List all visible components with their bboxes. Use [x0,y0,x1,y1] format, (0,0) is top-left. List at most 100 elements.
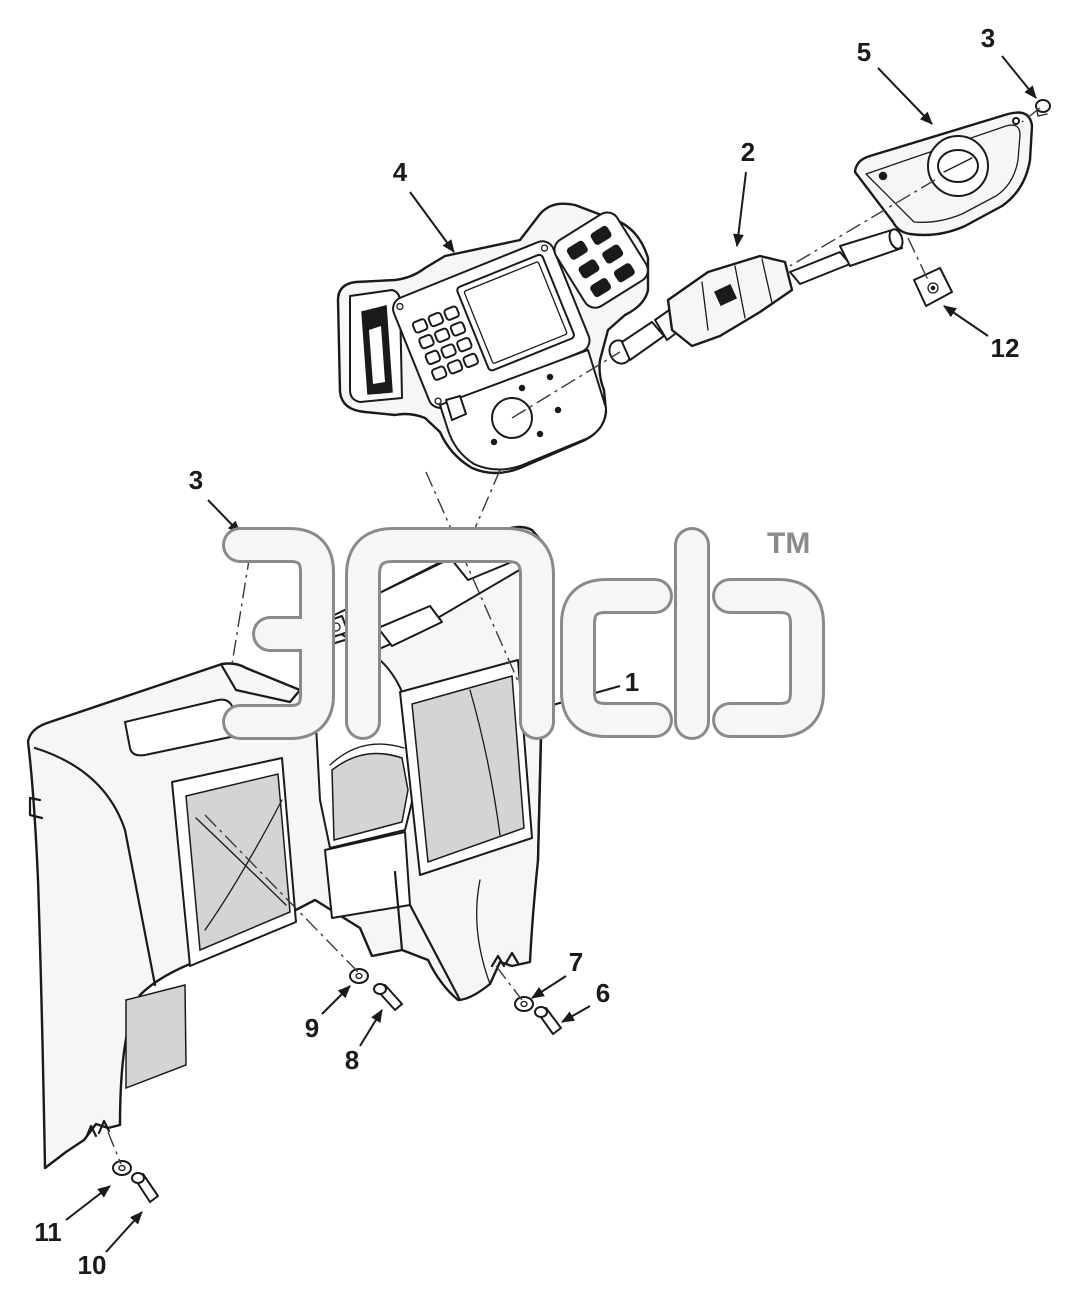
assembly-line [107,1131,122,1165]
callout-number: 7 [569,947,583,977]
callout-cover-plate: 5 [857,37,933,125]
clip-hole-center [930,285,936,291]
clip-hole [927,282,939,294]
assembly-line [1021,107,1041,123]
left-window-recess [185,773,291,952]
switch-body-segment [701,281,709,331]
logo-letter-f-left-fill [563,581,670,735]
callout-screw-10: 10 [78,1211,143,1280]
callout-washer-9: 9 [305,985,351,1043]
tower-cup-arc [329,743,405,766]
switch-lever-tip [888,228,904,250]
screw-8 [373,983,403,1011]
callout-number: 6 [596,978,610,1008]
tower-lower-edge-2 [393,870,404,952]
washer [514,996,534,1012]
plug-cap-right [1035,99,1051,117]
cover-plate-inner-edge [865,124,1021,223]
switch-body-segment [761,258,773,304]
callout-multifunction-switch: 2 [733,137,755,248]
logo-letter-f-right-fill [715,581,822,735]
switch-pod-frame [553,211,649,309]
pod-button [590,278,612,298]
keypad-key [440,343,457,359]
keypad-key [462,352,479,369]
callout-number: 10 [78,1250,107,1280]
mount-plate-hole [536,430,544,438]
keypad-key [427,311,445,328]
callout-arrow [359,1009,383,1047]
watermark-logo-fill [225,530,822,737]
tower-cup-shadow [331,752,409,841]
callout-number: 5 [857,37,871,67]
bezel-screw [434,397,442,405]
callout-plug-cap-left: 3 [189,465,241,534]
assembly-line [425,471,523,691]
cover-plate-opening-slot [943,157,973,173]
mount-plate-hole [518,384,526,392]
pod-button [613,263,635,283]
cover-plate-hole [1012,117,1020,125]
washer-hole [118,1164,126,1172]
assembly-lines [107,107,1041,1165]
washer [112,1160,132,1176]
plug-cap-stem [1036,109,1048,117]
left-foot-teeth [84,1119,111,1140]
callout-arrow [321,985,351,1015]
assembly-line [204,814,359,973]
callout-clip-nut: 12 [943,305,1020,363]
wing-tower-seam [220,664,302,704]
callout-washer-11: 11 [34,1185,111,1247]
callout-arrow [1001,55,1037,99]
washer-9 [349,968,369,984]
tower-lower-curve [476,879,491,985]
pod-button [602,244,624,264]
keypad-key [443,305,460,321]
tower-top-slot-left [377,605,443,647]
callout-arrow [561,1005,591,1023]
callout-number: 11 [34,1217,62,1247]
keypad-key [449,321,467,337]
mount-bracket-left [445,395,467,421]
keypad-key [431,365,448,381]
callout-arrow [207,499,241,534]
washer-hole [355,972,363,980]
assembly-line [907,237,929,281]
callout-number: 2 [741,137,755,167]
screw-head [131,1172,145,1184]
right-foot-teeth [490,951,520,968]
callout-instrument-cluster: 4 [393,157,455,253]
screw-10 [131,1172,159,1203]
cluster-switch-pod [553,211,649,309]
callout-screw-8: 8 [345,1009,383,1075]
callout-number: 4 [393,157,408,187]
callout-number: 1 [625,667,639,697]
mount-plate-hole [546,373,554,381]
switch-lever-grip [839,229,903,267]
pod-button [590,225,612,245]
switch-body-segment [734,265,746,319]
callout-arrow [409,191,455,253]
callout-number: 8 [345,1045,359,1075]
switch-lever-right [789,251,851,285]
screw-6 [534,1006,562,1035]
callout-arrow [65,1185,111,1221]
callout-plug-cap-right: 3 [981,23,1037,99]
cluster-display-screen [456,253,575,372]
instrument-cluster [336,202,650,475]
cluster-keypad [411,305,479,381]
cluster-grip-highlight [369,326,385,384]
multifunction-switch [608,228,904,365]
callout-number: 3 [981,23,995,53]
keypad-key [411,318,429,334]
keypad-key [446,359,464,375]
callout-washer-7: 7 [531,947,583,999]
left-wing-front-curve [33,746,157,987]
callout-number: 12 [991,333,1020,363]
cluster-display-inner [463,261,568,364]
trademark-mark: TM [767,527,810,560]
keypad-key [434,327,451,343]
callout-number: 3 [189,465,203,495]
